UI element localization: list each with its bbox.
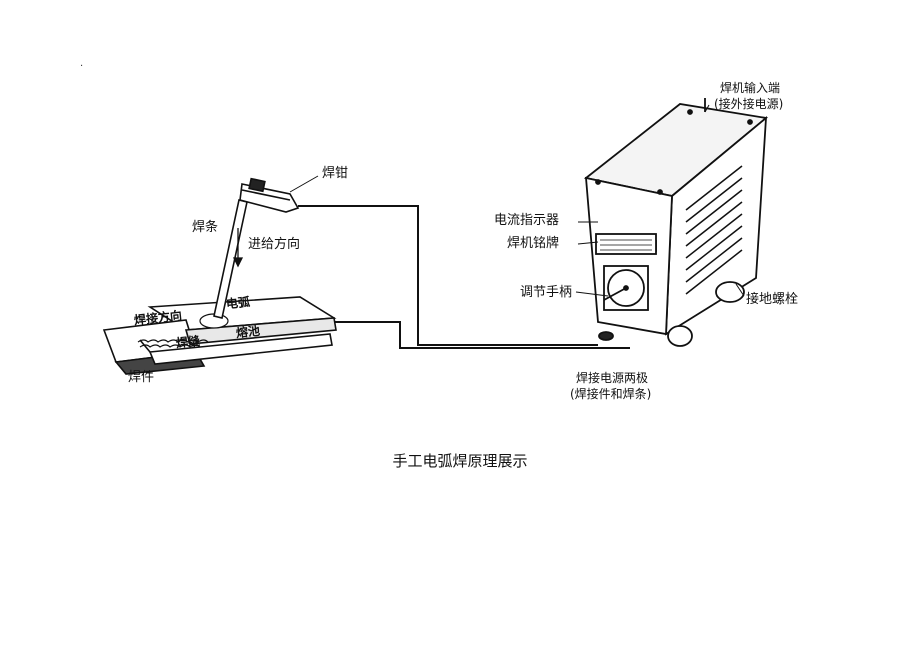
welding-cables — [298, 205, 630, 349]
label-feed-direction: 进给方向 — [248, 237, 301, 252]
label-machine-input-1: 焊机输入端 — [720, 81, 781, 95]
label-workpiece: 焊件 — [128, 370, 155, 385]
label-current-indicator: 电流指示器 — [494, 213, 560, 228]
electrode-cable — [298, 205, 598, 346]
label-slag: 熔池 — [235, 323, 261, 341]
label-adjust-handle: 调节手柄 — [520, 285, 573, 300]
label-clamp: 焊钳 — [322, 166, 349, 181]
corner-mark: . — [80, 58, 84, 69]
label-poles-2: (焊接件和焊条) — [570, 387, 652, 401]
label-machine-input-2: (接外接电源) — [714, 97, 784, 111]
figure-caption: 手工电弧焊原理展示 — [392, 452, 528, 470]
leader-lines — [289, 104, 745, 297]
feed-arrow — [232, 228, 244, 268]
label-poles-1: 焊接电源两极 — [576, 371, 649, 385]
label-nameplate: 焊机铭牌 — [507, 236, 560, 251]
label-arc: 电弧 — [225, 294, 251, 312]
electrode-holder — [213, 177, 300, 319]
label-ground-bolt: 接地螺栓 — [746, 292, 799, 307]
welding-machine — [583, 98, 769, 347]
ground-cable — [330, 321, 630, 349]
label-electrode: 焊条 — [192, 220, 219, 235]
label-weld-seam: 焊缝 — [175, 333, 201, 351]
